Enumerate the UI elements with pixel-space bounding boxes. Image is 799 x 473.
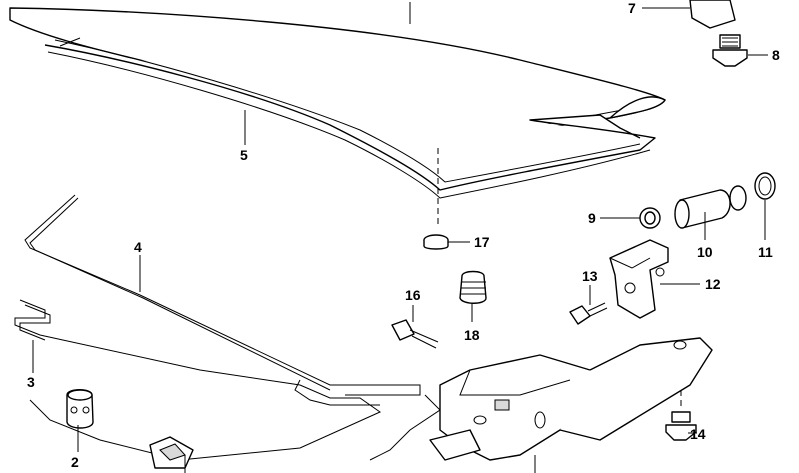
callout-5: 5	[240, 147, 248, 163]
callout-4: 4	[134, 239, 142, 255]
buffer-part	[459, 270, 487, 304]
callout-2: 2	[71, 454, 79, 470]
callout-14: 14	[690, 426, 706, 442]
bolt-13	[569, 302, 608, 325]
callout-3: 3	[27, 374, 35, 390]
callout-9: 9	[588, 210, 596, 226]
bolt-16	[391, 319, 439, 349]
callout-17: 17	[474, 234, 490, 250]
bolt-8	[712, 34, 748, 67]
torsion-rod	[24, 194, 441, 461]
hinge-assembly	[429, 337, 713, 461]
callout-8: 8	[772, 47, 780, 63]
callout-13: 13	[582, 268, 598, 284]
callout-16: 16	[405, 287, 421, 303]
rod-clip	[66, 389, 94, 429]
callout-18: 18	[464, 327, 480, 343]
spring-rod	[14, 299, 382, 461]
nut-clip	[149, 436, 194, 469]
lock-bracket	[609, 239, 669, 319]
callout-10: 10	[697, 244, 713, 260]
grommet-part	[423, 234, 449, 250]
lock-cylinder-assembly	[639, 172, 776, 229]
part-7	[689, 0, 736, 29]
callout-12: 12	[705, 276, 721, 292]
callout-11: 11	[758, 244, 773, 260]
callout-7: 7	[628, 0, 636, 16]
trunk-lid-seal	[44, 37, 656, 199]
callout-labels: 5 7 8 9 10 11 12 13 14 16 17 18 4 3 2	[27, 0, 780, 473]
